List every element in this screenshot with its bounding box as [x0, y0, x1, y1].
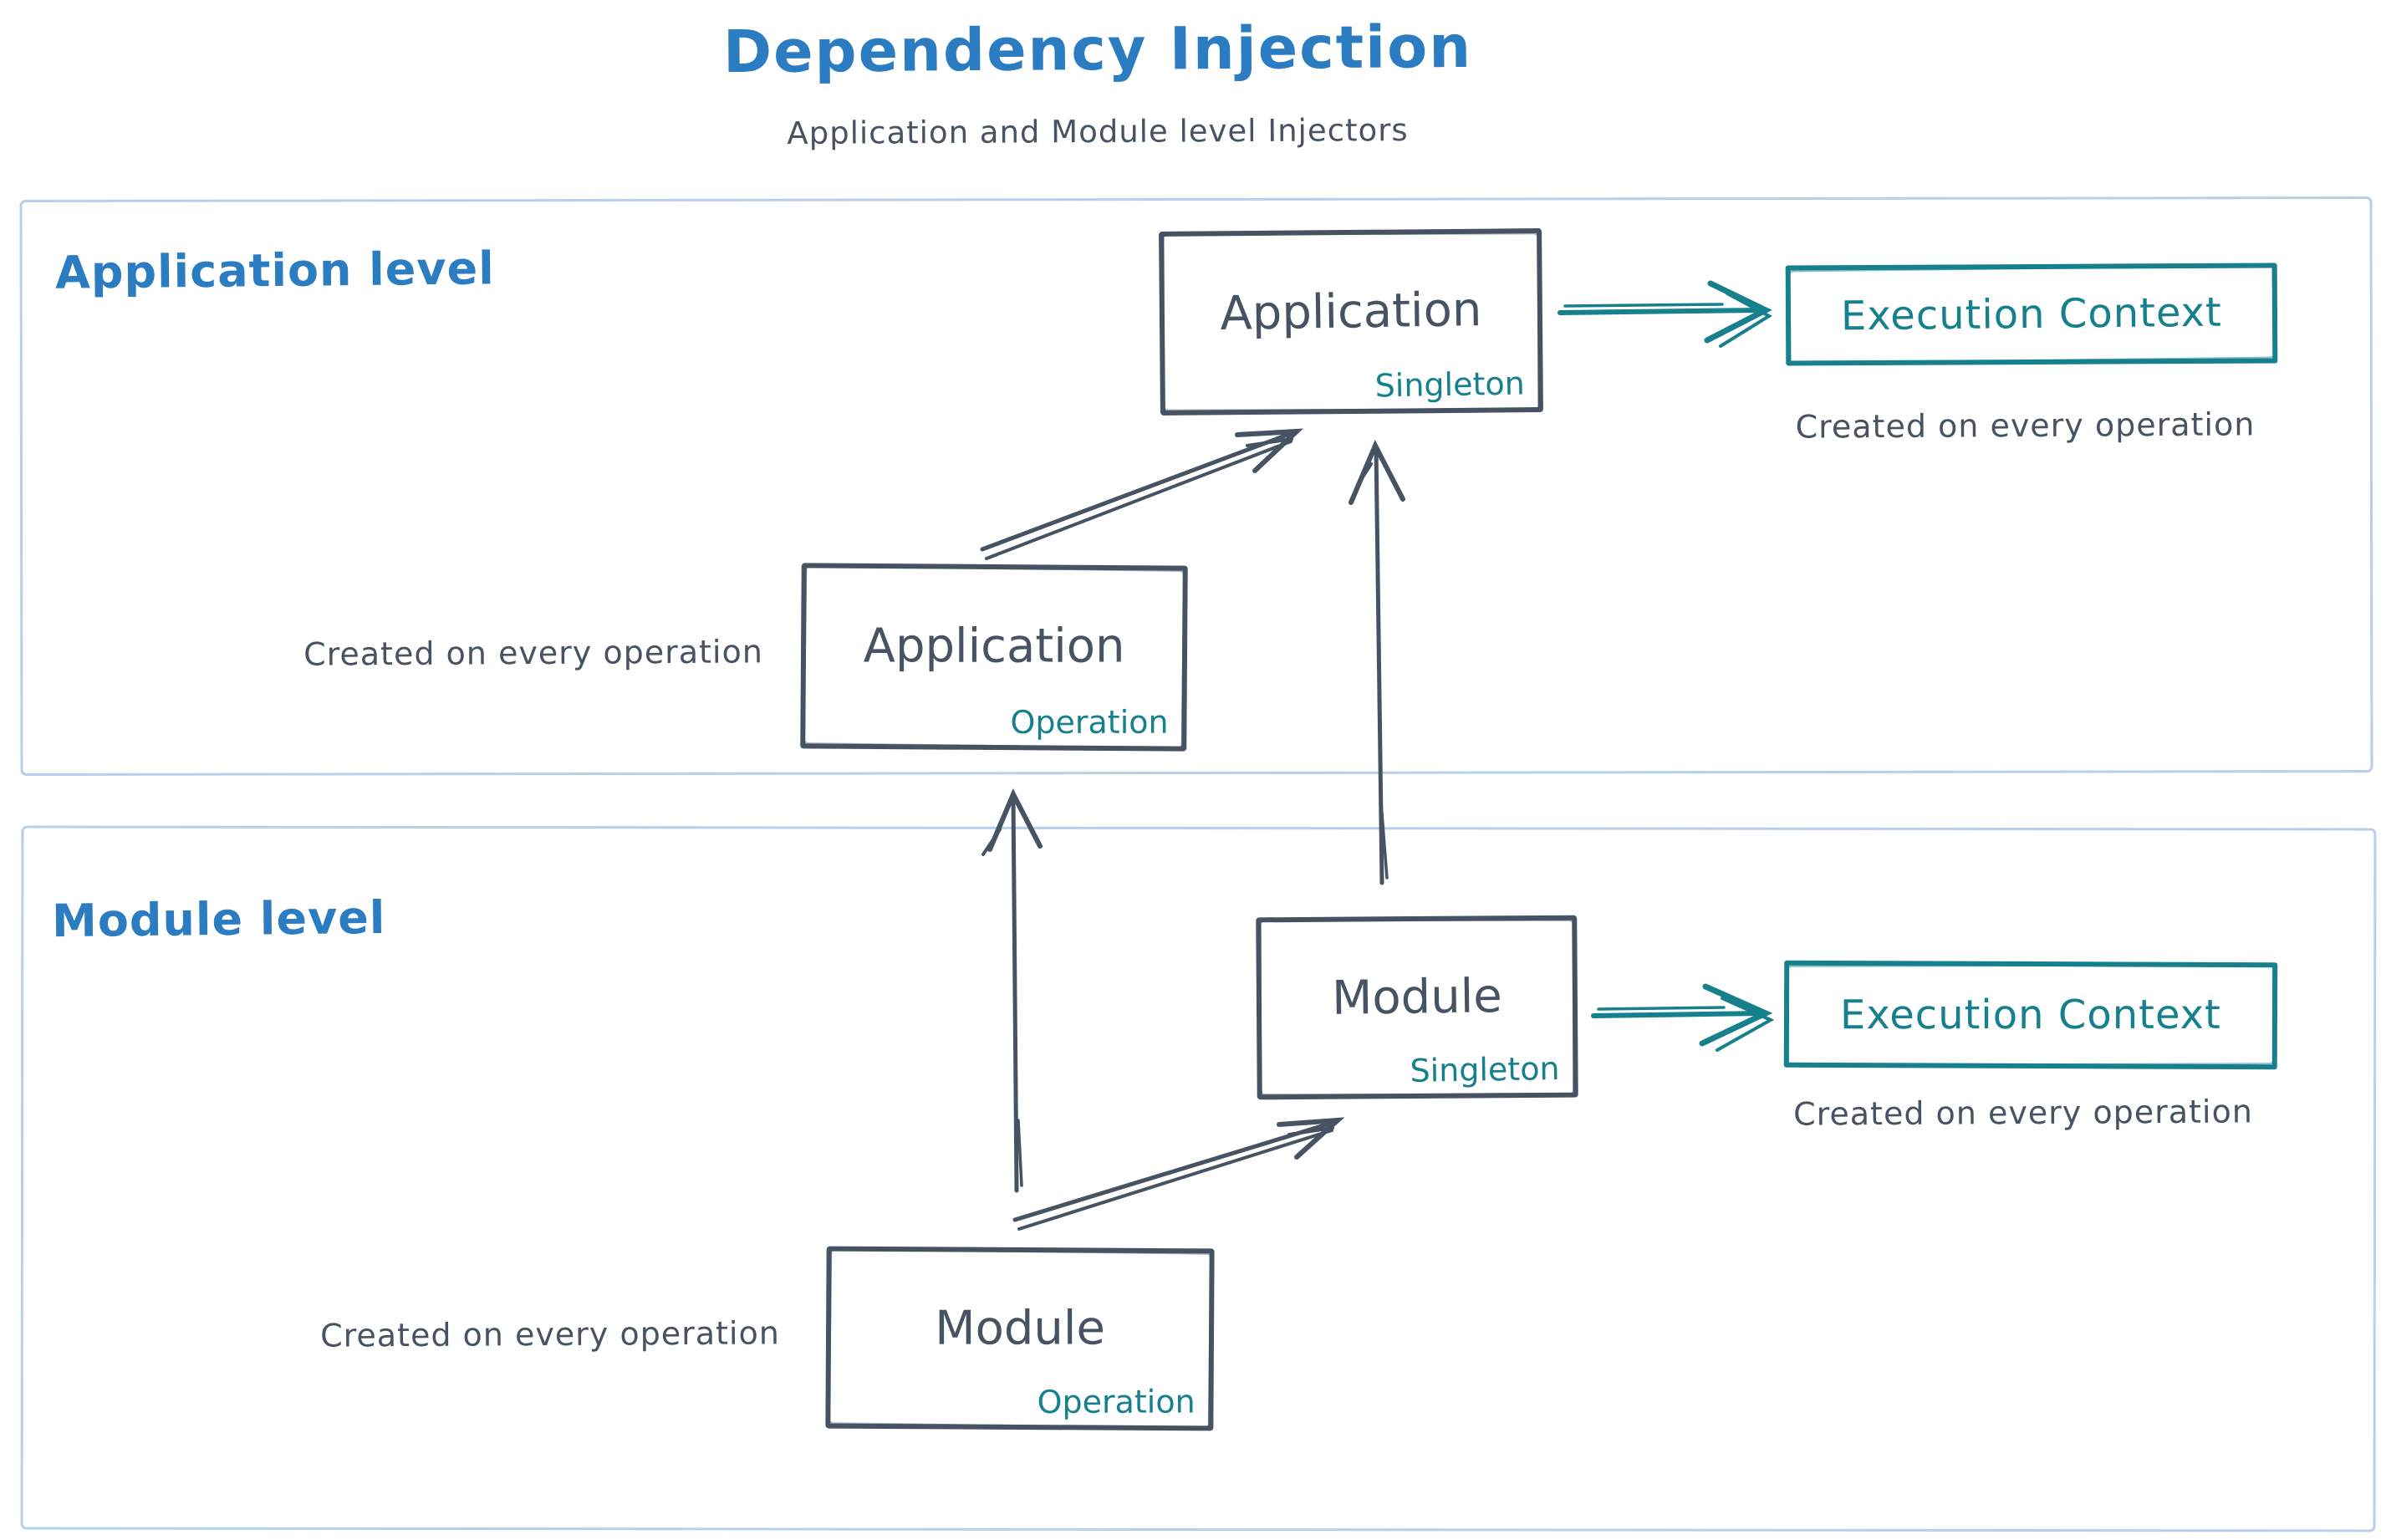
module-operation-title: Module	[935, 1301, 1105, 1356]
app-singleton-title: Application	[1219, 282, 1482, 341]
app-singleton-box: Application Singleton	[1159, 228, 1543, 416]
app-operation-title: Application	[863, 619, 1125, 674]
module-singleton-badge: Singleton	[1410, 1050, 1560, 1089]
module-execution-context-box: Execution Context	[1783, 960, 2278, 1070]
module-execution-context-title: Execution Context	[1840, 991, 2221, 1039]
app-singleton-badge: Singleton	[1374, 365, 1526, 405]
module-execution-context-caption: Created on every operation	[1792, 1093, 2254, 1133]
diagram-title: Dependency Injection	[722, 12, 1473, 87]
app-execution-context-caption: Created on every operation	[1795, 405, 2256, 446]
app-operation-box: Application Operation	[800, 563, 1188, 752]
module-operation-caption: Created on every operation	[319, 1314, 781, 1354]
app-operation-badge: Operation	[1010, 703, 1169, 741]
app-execution-context-box: Execution Context	[1785, 263, 2278, 366]
module-singleton-title: Module	[1331, 968, 1503, 1026]
app-operation-caption: Created on every operation	[303, 633, 764, 673]
app-execution-context-title: Execution Context	[1840, 288, 2223, 340]
application-level-label: Application level	[54, 242, 496, 299]
module-operation-box: Module Operation	[825, 1246, 1215, 1431]
module-singleton-box: Module Singleton	[1256, 915, 1578, 1100]
diagram-subtitle: Application and Module level Injectors	[787, 112, 1409, 151]
module-level-label: Module level	[51, 890, 386, 948]
module-operation-badge: Operation	[1037, 1383, 1196, 1420]
